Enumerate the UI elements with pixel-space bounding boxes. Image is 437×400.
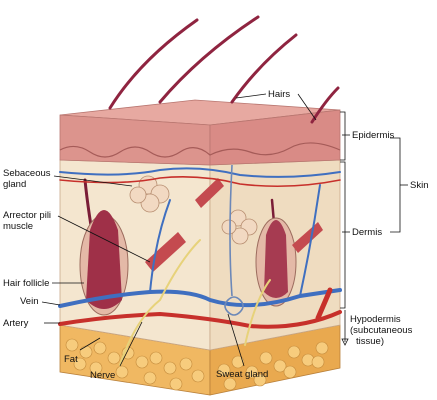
- arteries: [58, 176, 342, 329]
- label-skin: Skin: [410, 180, 428, 191]
- label-sebaceous: Sebaceous: [3, 168, 51, 179]
- arrector-pili-right: [292, 222, 323, 253]
- label-hypodermis: Hypodermis: [350, 314, 401, 325]
- veins: [58, 167, 342, 308]
- label-hairs: Hairs: [268, 89, 290, 100]
- fat-cells: [65, 338, 329, 391]
- label-epidermis: Epidermis: [352, 130, 394, 141]
- label-tissue: tissue): [356, 336, 384, 347]
- hair-shaft-1: [108, 18, 199, 110]
- leader-lines: [41, 93, 350, 367]
- hair-shaft-3: [230, 33, 298, 104]
- label-nerve: Nerve: [90, 370, 115, 381]
- label-vein: Vein: [20, 296, 39, 307]
- arrector-pili-left: [145, 232, 186, 272]
- label-dermis: Dermis: [352, 227, 382, 238]
- label-fat: Fat: [64, 354, 78, 365]
- label-gland: gland: [3, 179, 26, 190]
- nerves: [119, 239, 271, 366]
- sebaceous-gland-right: [221, 209, 258, 245]
- epidermis-wavy-boundary: [59, 142, 341, 158]
- label-subcutaneous: (subcutaneous: [350, 325, 413, 336]
- label-artery: Artery: [3, 318, 29, 329]
- sebaceous-gland-left: [129, 175, 170, 213]
- layer-brackets: [340, 111, 408, 346]
- label-sweat-gland: Sweat gland: [216, 369, 268, 380]
- hair-shaft-4: [310, 86, 340, 124]
- label-hair-follicle: Hair follicle: [3, 278, 49, 289]
- hair-shaft-2: [158, 15, 260, 104]
- sweat-gland: [224, 164, 244, 316]
- arrector-pili-mid: [195, 178, 224, 208]
- label-arrector-pili: Arrector pili: [3, 210, 51, 221]
- hair-bulb-right: [264, 220, 288, 298]
- label-muscle: muscle: [3, 221, 33, 232]
